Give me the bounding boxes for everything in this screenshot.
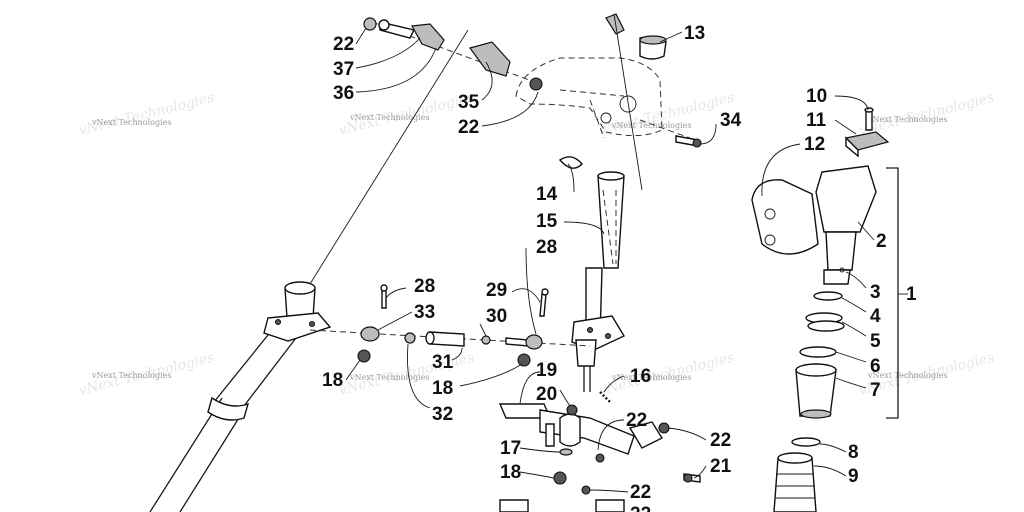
steering-support-bracket xyxy=(515,57,691,139)
label-5: 5 xyxy=(870,331,881,352)
label-35: 35 xyxy=(458,92,480,113)
label-29: 29 xyxy=(486,280,507,301)
watermark-ghost: vNext Technologies xyxy=(77,90,216,139)
label-18: 18 xyxy=(432,378,453,399)
watermark: vNext Technologies xyxy=(611,373,691,382)
label-28: 28 xyxy=(414,276,435,297)
drag-link-assembly xyxy=(309,284,591,367)
label-18: 18 xyxy=(500,462,521,483)
label-19: 19 xyxy=(536,360,557,381)
tie-rod-end-assembly xyxy=(363,17,543,91)
label-22: 22 xyxy=(630,482,651,503)
watermark: vNext Technologies xyxy=(867,371,947,380)
label-22: 22 xyxy=(333,34,354,55)
label-33: 33 xyxy=(414,302,435,323)
label-31: 31 xyxy=(432,352,454,373)
label-30: 30 xyxy=(486,306,507,327)
label-37: 37 xyxy=(333,59,354,80)
bushing-13 xyxy=(605,13,667,191)
label-1: 1 xyxy=(906,284,917,305)
label-22: 22 xyxy=(626,410,647,431)
watermark: vNext Technologies xyxy=(611,121,691,130)
label-7: 7 xyxy=(870,380,881,401)
snap-ring-14 xyxy=(558,156,583,169)
label-17: 17 xyxy=(500,438,521,459)
lower-steering-shaft xyxy=(149,29,469,512)
label-18: 18 xyxy=(322,370,343,391)
label-8: 8 xyxy=(848,442,859,463)
label-22: 22 xyxy=(630,504,651,512)
label-22: 22 xyxy=(458,117,479,138)
label-3: 3 xyxy=(870,282,881,303)
part-labels: 22 37 36 35 22 13 34 10 11 12 14 15 28 2… xyxy=(322,23,917,512)
label-11: 11 xyxy=(806,110,827,131)
bolt-34 xyxy=(675,135,702,148)
watermark: vNext Technologies xyxy=(91,118,171,127)
label-28: 28 xyxy=(536,237,557,258)
label-2: 2 xyxy=(876,231,887,252)
label-6: 6 xyxy=(870,356,881,377)
steering-housing-assembly xyxy=(751,107,899,512)
watermark: vNext Technologies xyxy=(867,115,947,124)
watermark: vNext Technologies xyxy=(91,371,171,380)
label-32: 32 xyxy=(432,404,453,425)
label-13: 13 xyxy=(684,23,705,44)
label-16: 16 xyxy=(630,366,651,387)
leader-lines xyxy=(345,27,908,493)
label-34: 34 xyxy=(720,110,742,131)
label-10: 10 xyxy=(806,86,827,107)
steering-post-15 xyxy=(571,171,625,392)
label-21: 21 xyxy=(710,456,732,477)
label-36: 36 xyxy=(333,83,354,104)
label-22: 22 xyxy=(710,430,731,451)
watermark: vNext Technologies xyxy=(349,373,429,382)
watermark: vNext Technologies xyxy=(349,113,429,122)
label-4: 4 xyxy=(870,306,881,327)
label-20: 20 xyxy=(536,384,557,405)
label-12: 12 xyxy=(804,134,825,155)
label-9: 9 xyxy=(848,466,859,487)
steering-arm-19 xyxy=(498,403,701,512)
label-15: 15 xyxy=(536,211,558,232)
label-14: 14 xyxy=(536,184,558,205)
